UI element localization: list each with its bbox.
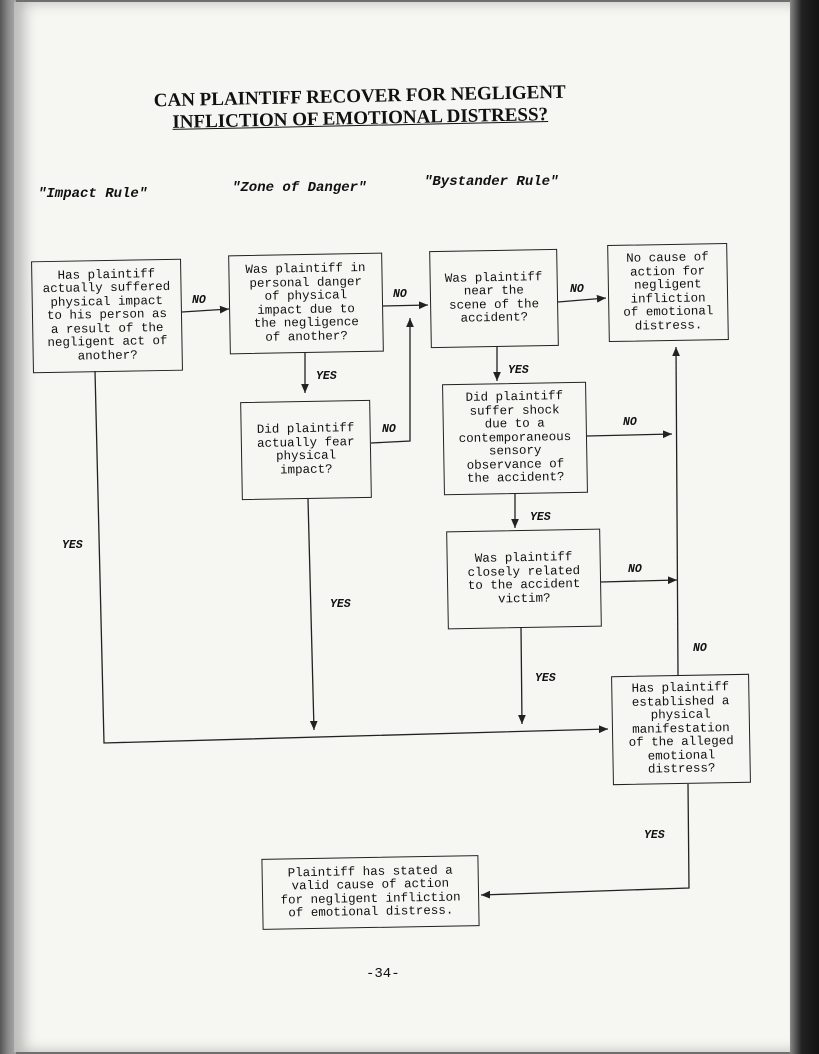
scanned-page <box>14 2 792 1052</box>
node-personal-danger: Was plaintiff in personal danger of phys… <box>228 252 384 355</box>
label-no-manifestation: NO <box>693 642 707 655</box>
arrow-scene-to-nocause <box>557 294 607 303</box>
book-spine-shadow <box>0 0 16 1054</box>
label-yes-shock: YES <box>530 511 551 524</box>
label-yes-scene: YES <box>508 364 529 377</box>
label-no-danger: NO <box>393 288 407 301</box>
node-no-cause-of-action: No cause of action for negligent inflict… <box>607 242 729 343</box>
label-yes-manifestation: YES <box>644 829 665 842</box>
node-valid-cause-of-action: Plaintiff has stated a valid cause of ac… <box>261 855 480 930</box>
arrow-impact-to-danger <box>181 305 230 314</box>
arrow-impact-yes <box>94 370 609 744</box>
arrow-manifest-yes <box>480 783 690 899</box>
label-yes-related: YES <box>535 672 556 685</box>
label-no-impact: NO <box>192 294 206 307</box>
arrow-fear-yes <box>307 498 318 731</box>
arrow-related-yes <box>518 626 526 725</box>
label-no-shock: NO <box>623 416 637 429</box>
arrow-fear-no <box>370 318 414 444</box>
column-header-bystander-rule: "Bystander Rule" <box>424 174 559 190</box>
node-near-scene: Was plaintiff near the scene of the acci… <box>429 248 559 349</box>
node-physical-manifestation: Has plaintiff established a physical man… <box>611 673 751 786</box>
arrow-danger-to-scene <box>382 301 429 310</box>
node-fear-impact: Did plaintiff actually fear physical imp… <box>240 399 372 501</box>
arrow-manifest-no <box>672 346 680 676</box>
label-no-scene: NO <box>570 283 584 296</box>
arrow-related-no <box>600 576 678 585</box>
label-yes-impact: YES <box>62 539 83 552</box>
label-yes-fear: YES <box>330 598 351 611</box>
page-number: -34- <box>366 966 400 982</box>
arrow-shock-no <box>586 430 673 439</box>
column-header-impact-rule: "Impact Rule" <box>38 186 148 202</box>
label-no-related: NO <box>628 563 642 576</box>
label-no-fear: NO <box>382 423 396 436</box>
node-contemporaneous-shock: Did plaintiff suffer shock due to a cont… <box>442 381 588 496</box>
label-yes-danger: YES <box>316 370 337 383</box>
scanner-edge <box>790 0 819 1054</box>
node-physical-impact: Has plaintiff actually suffered physical… <box>31 258 183 374</box>
node-closely-related: Was plaintiff closely related to the acc… <box>446 528 602 630</box>
column-header-zone-of-danger: "Zone of Danger" <box>232 180 367 196</box>
